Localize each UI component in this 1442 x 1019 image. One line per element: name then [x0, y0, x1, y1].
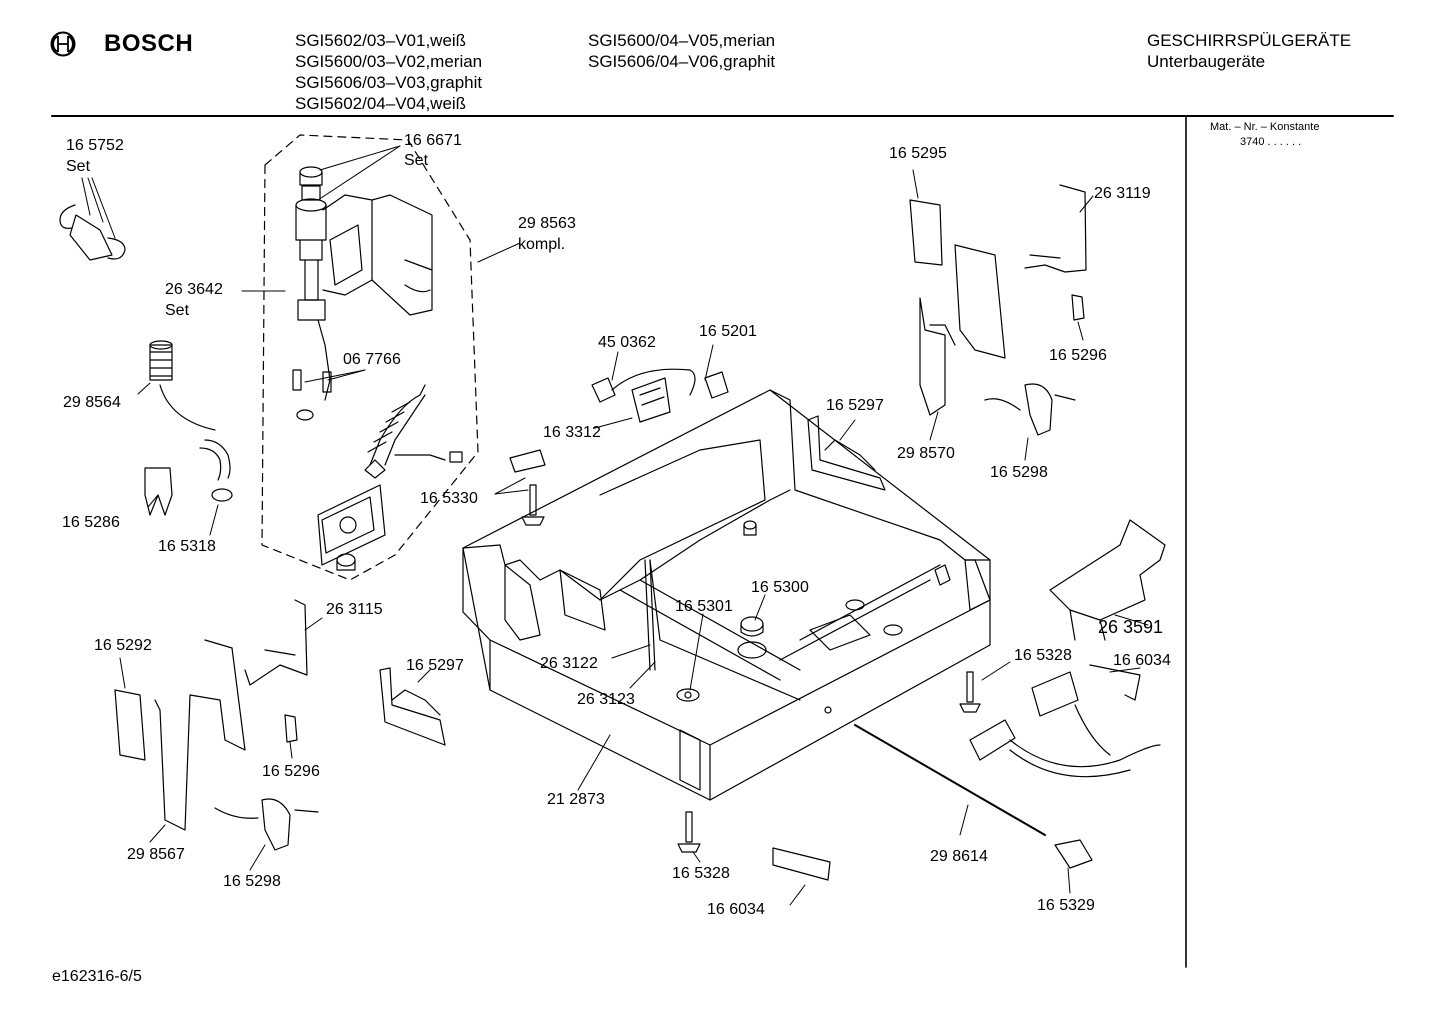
base-tub: [462, 389, 991, 801]
cap-165329: [1054, 839, 1093, 869]
bracket-298567: [154, 639, 246, 831]
part-label: 16 5297: [826, 397, 884, 414]
part-label: 29 8564: [63, 394, 121, 411]
block-part: [509, 449, 546, 473]
cover-165292: [114, 689, 146, 761]
motor-165298b: [214, 798, 319, 851]
part-label: Set: [165, 302, 190, 319]
model-line: SGI5600/04–V05,merian: [588, 31, 776, 50]
bracket-298570: [919, 244, 1006, 416]
part-label: 16 5296: [1049, 347, 1107, 364]
part-label: 26 3591: [1098, 617, 1164, 637]
brand-name: BOSCH: [104, 30, 194, 57]
part-label: 26 3119: [1094, 185, 1151, 202]
part-label: 26 3115: [326, 601, 383, 618]
rod-298614: [854, 724, 1046, 836]
hose-clamp-set: [59, 204, 126, 261]
spring-165297b: [379, 667, 446, 746]
model-line: SGI5606/03–V03,graphit: [295, 73, 483, 92]
part-label: 45 0362: [598, 334, 656, 351]
leader-lines: [81, 145, 1149, 906]
mat-nr-value: 3740 . . . . . .: [1240, 136, 1302, 148]
clip-part: [144, 467, 173, 516]
part-label: 26 3122: [540, 655, 598, 672]
model-list-1: SGI5602/03–V01,weiß SGI5600/03–V02,meria…: [295, 30, 482, 114]
spring-165297a: [807, 415, 886, 491]
part-label: 16 5297: [406, 657, 464, 674]
wiring-harness: [969, 664, 1161, 778]
part-label: 16 5295: [889, 145, 947, 162]
part-label: 16 5301: [675, 598, 733, 615]
part-label: 06 7766: [343, 351, 401, 368]
cover-263591: [1049, 519, 1166, 641]
model-line: SGI5606/04–V06,graphit: [588, 52, 776, 71]
bracket-263119: [1024, 184, 1087, 273]
part-label: 26 3642: [165, 281, 223, 298]
category-title: GESCHIRRSPÜLGERÄTE Unterbaugeräte: [1147, 30, 1351, 72]
part-label: 16 5286: [62, 514, 120, 531]
model-list-2: SGI5600/04–V05,merian SGI5606/04–V06,gra…: [588, 30, 775, 72]
part-label: 16 6034: [1113, 652, 1171, 669]
part-label: 16 5300: [751, 579, 809, 596]
part-label: 16 3312: [543, 424, 601, 441]
strip-166034: [772, 847, 831, 881]
bosch-logo-icon: [50, 31, 76, 57]
part-label: 29 8614: [930, 848, 988, 865]
part-label: 26 3123: [577, 691, 635, 708]
screw-165328b: [677, 811, 701, 853]
sensor-cable-assembly: [591, 368, 729, 423]
part-label: 16 5329: [1037, 897, 1095, 914]
screw-part: [521, 484, 545, 526]
part-label: 16 6034: [707, 901, 765, 918]
assembly-boundary: [261, 134, 479, 581]
hose: [364, 384, 463, 479]
water-valve-assembly: [292, 166, 433, 421]
model-line: SGI5602/03–V01,weiß: [295, 31, 467, 50]
motor-165298a: [984, 383, 1076, 436]
part-label: 29 8567: [127, 846, 185, 863]
part-label: 21 2873: [547, 791, 605, 808]
part-label: 16 5298: [223, 873, 281, 890]
part-label: 16 5296: [262, 763, 320, 780]
part-label: 16 5201: [699, 323, 757, 340]
subcategory: Unterbaugeräte: [1147, 52, 1266, 71]
bellows: [149, 340, 233, 502]
valve-mount-plate: [317, 484, 386, 571]
part-label: Set: [404, 152, 429, 169]
mat-nr-label: Mat. – Nr. – Konstante: [1210, 121, 1320, 133]
part-label: Set: [66, 158, 91, 175]
part-label: 16 5328: [672, 865, 730, 882]
part-label: 16 5292: [94, 637, 152, 654]
part-label: 16 6671: [404, 132, 462, 149]
part-label: 16 5328: [1014, 647, 1072, 664]
bracket-263115: [244, 599, 308, 686]
part-label: 29 8570: [897, 445, 955, 462]
part-label: 16 5298: [990, 464, 1048, 481]
drawing-id: e162316-6/5: [52, 968, 142, 985]
part-label: 16 5318: [158, 538, 216, 555]
part-label: kompl.: [518, 236, 566, 253]
screw-165328a: [959, 671, 981, 713]
part-label: 16 5752: [66, 137, 124, 154]
part-label: 16 5330: [420, 490, 478, 507]
bracket-165295: [909, 199, 943, 266]
model-line: SGI5602/04–V04,weiß: [295, 94, 467, 113]
part-165296a: [1071, 294, 1085, 321]
part-165296b: [284, 714, 298, 743]
category: GESCHIRRSPÜLGERÄTE: [1147, 31, 1352, 50]
part-label: 29 8563: [518, 215, 576, 232]
model-line: SGI5600/03–V02,merian: [295, 52, 483, 71]
